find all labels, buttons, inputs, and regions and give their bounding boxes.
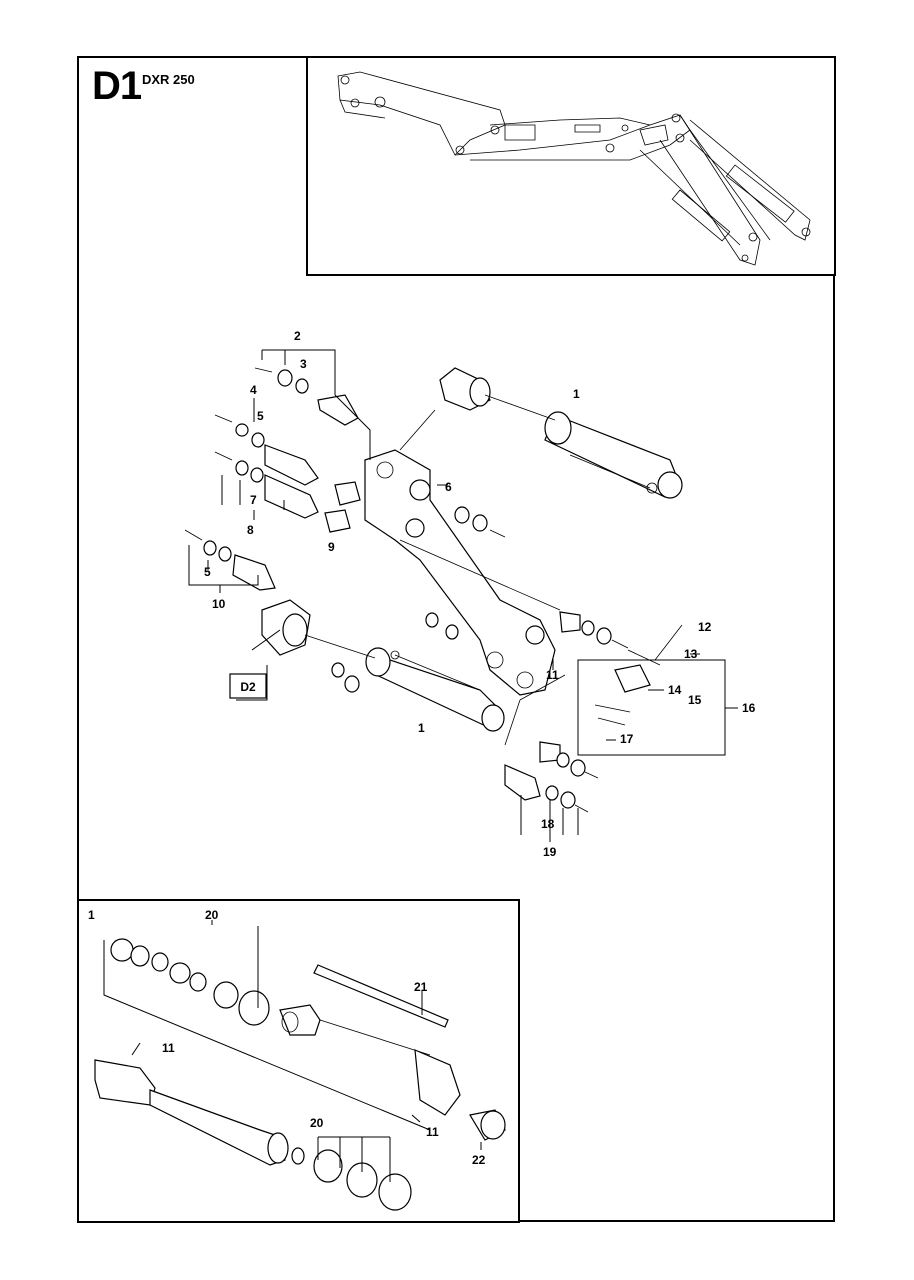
- callout-5b: 5: [204, 565, 211, 579]
- section-code: D1: [92, 64, 142, 108]
- leader-lines: [188, 349, 738, 842]
- overview-inset: [306, 56, 836, 276]
- callout-11: 11: [546, 668, 559, 682]
- detail-callout-11-top: 11: [162, 1041, 175, 1055]
- detail-callout-20-top: 20: [205, 908, 219, 922]
- callout-6: 6: [445, 480, 452, 494]
- callout-18: 18: [541, 817, 555, 831]
- callout-3: 3: [300, 357, 307, 371]
- callout-7: 7: [250, 493, 257, 507]
- link-arm: [364, 409, 561, 696]
- callout-17: 17: [620, 732, 634, 746]
- callout-2: 2: [294, 329, 301, 343]
- detail-callout-20-bot: 20: [310, 1116, 324, 1130]
- callout-1-mid: 1: [418, 721, 425, 735]
- callout-16: 16: [742, 701, 756, 715]
- callout-1-top: 1: [573, 387, 580, 401]
- callout-10: 10: [212, 597, 226, 611]
- callout-13: 13: [684, 647, 698, 661]
- pins-right: [331, 506, 683, 813]
- callout-9: 9: [328, 540, 335, 554]
- reference-label: D2: [240, 680, 256, 694]
- cylinder-upper: [439, 367, 683, 499]
- callout-8: 8: [247, 523, 254, 537]
- callout-4: 4: [250, 383, 257, 397]
- callout-19: 19: [543, 845, 557, 859]
- callout-12: 12: [698, 620, 712, 634]
- model-name: DXR 250: [142, 72, 195, 87]
- pins-left: [184, 367, 361, 591]
- callout-14: 14: [668, 683, 682, 697]
- detail-callout-1: 1: [88, 908, 95, 922]
- reference-box: [229, 673, 267, 699]
- callout-15: 15: [688, 693, 702, 707]
- detail-callout-21: 21: [414, 980, 428, 994]
- callout-5a: 5: [257, 409, 264, 423]
- cylinder-detail: 1 20 21 11 11 20 22: [77, 899, 520, 1223]
- detail-callout-11-bot: 11: [426, 1125, 439, 1139]
- cylinder-lower: [261, 599, 505, 732]
- detail-callout-22: 22: [472, 1153, 486, 1167]
